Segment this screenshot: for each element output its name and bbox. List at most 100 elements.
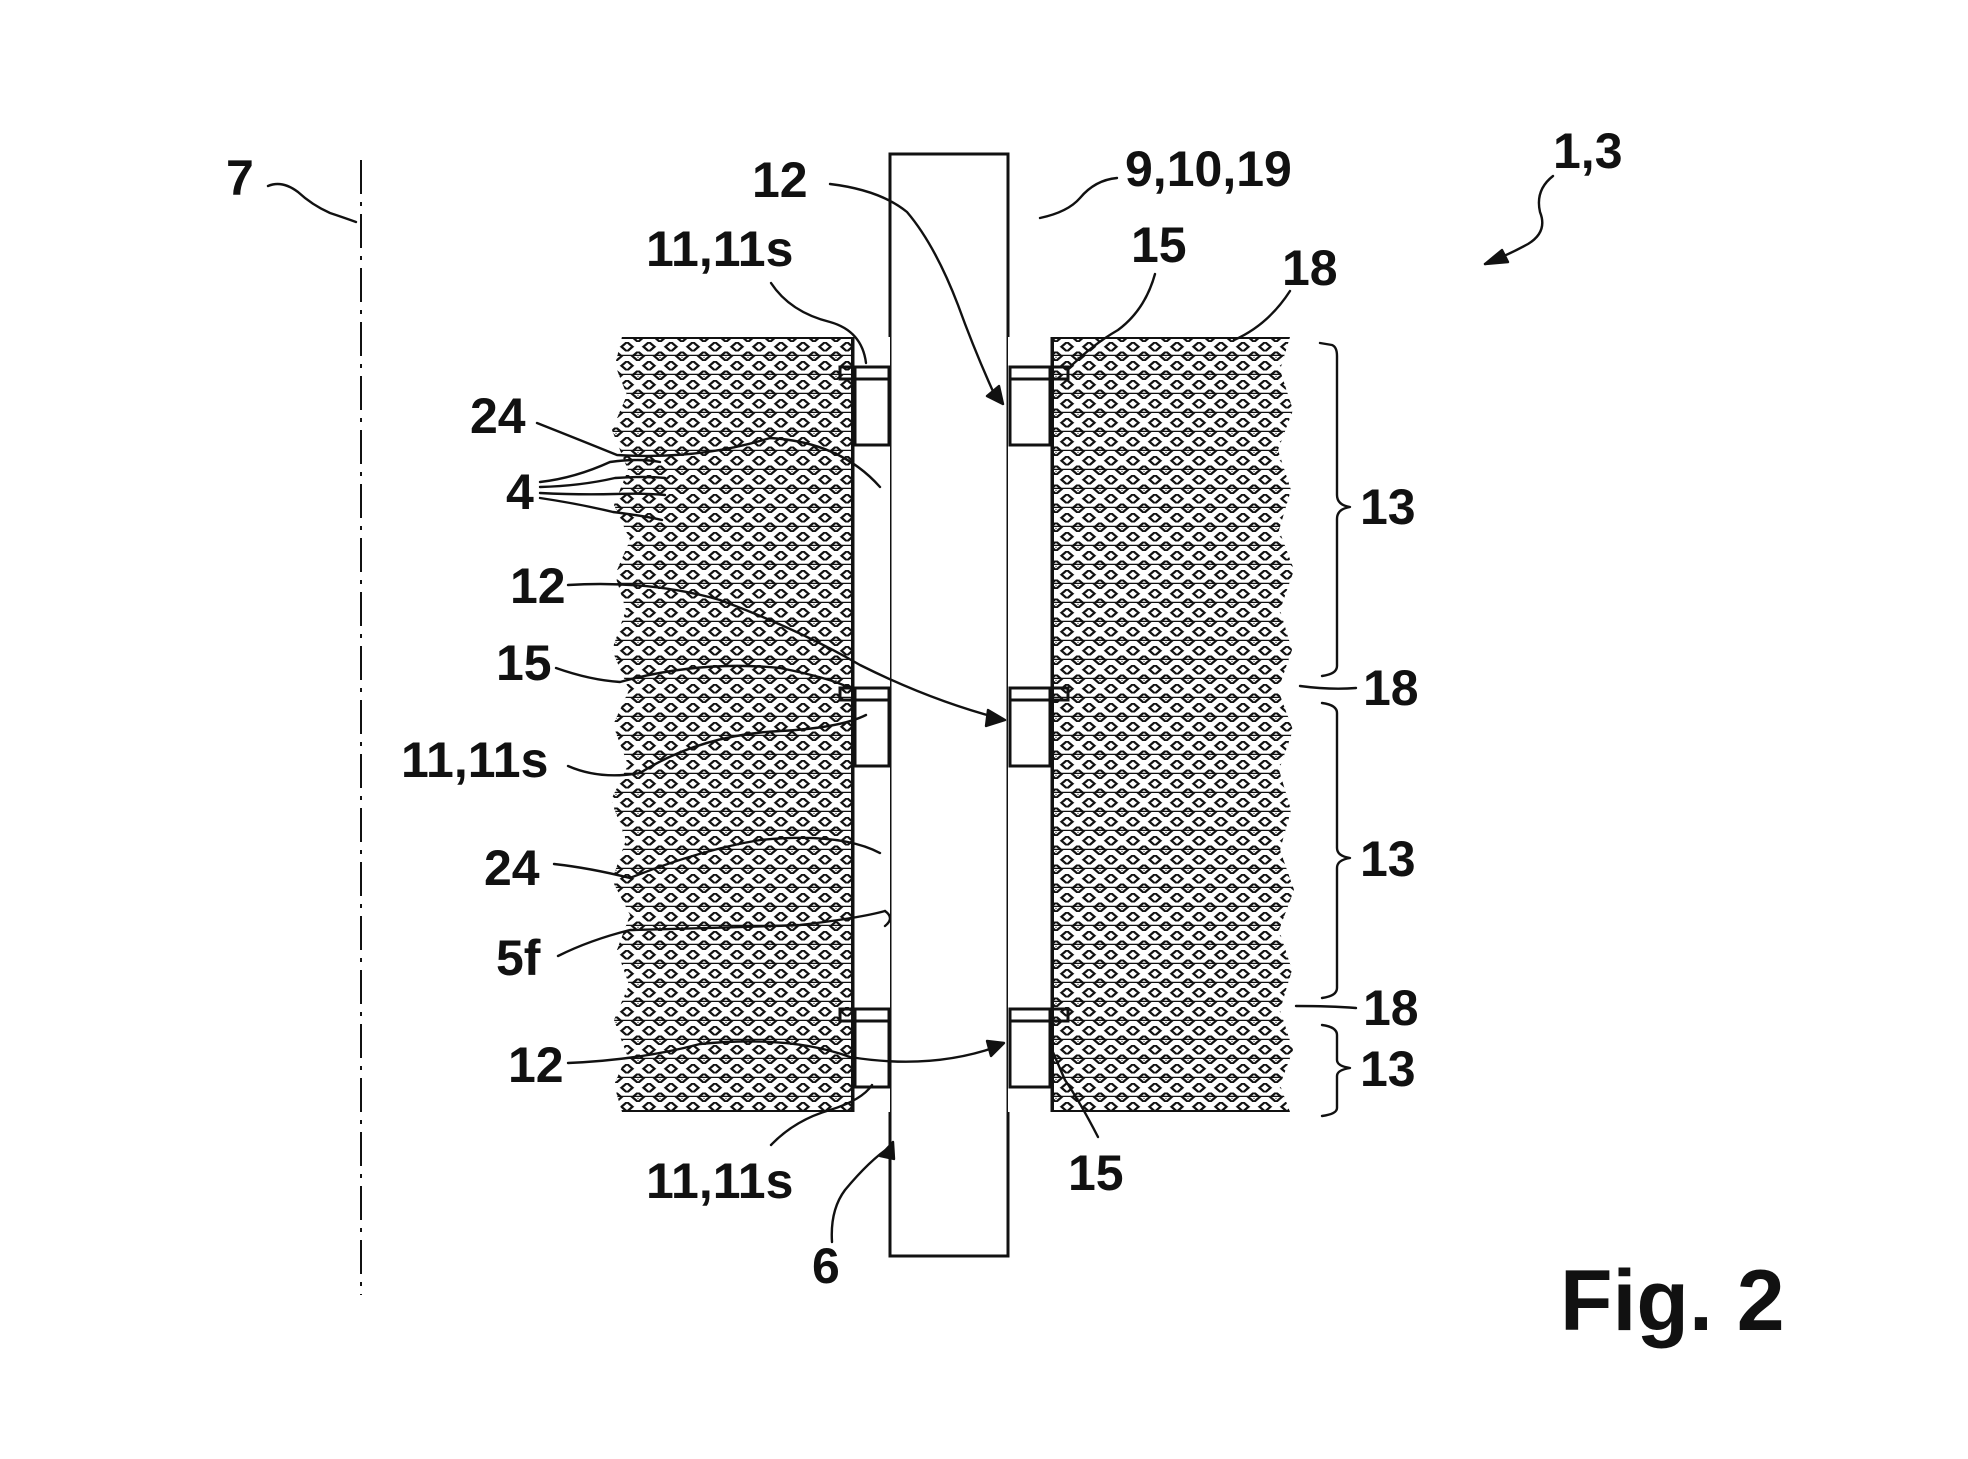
lamination-sheet <box>1052 593 1294 604</box>
lamination-sheet <box>1052 422 1294 433</box>
label-collar-bottom-right: 15 <box>1068 1145 1124 1201</box>
shaft <box>888 152 1010 1258</box>
lamination-sheet <box>611 489 852 499</box>
lamination-sheet <box>611 812 852 822</box>
lamination-sheet <box>1052 964 1294 974</box>
label-ring-bottom: 11,11s <box>646 1153 793 1209</box>
lamination-sheet <box>1052 907 1294 917</box>
lamination-sheet <box>611 498 852 509</box>
lamination-sheet <box>1052 954 1294 965</box>
lamination-sheet <box>1052 641 1294 651</box>
lamination-sheet <box>611 479 852 490</box>
lamination-sheet <box>1052 755 1294 765</box>
lamination-sheet <box>611 546 852 556</box>
lamination-sheet <box>1052 793 1294 803</box>
label-laminations: 4 <box>506 464 534 520</box>
lamination-sheet <box>1052 384 1294 395</box>
lamination-sheet <box>611 736 852 746</box>
lamination-sheet <box>1052 603 1294 613</box>
lamination-sheet <box>1052 432 1294 442</box>
lamination-sheet <box>611 793 852 803</box>
ring-low-right-flange <box>1008 1007 1070 1023</box>
lamination-sheet <box>1052 622 1294 632</box>
lamination-sheet <box>1052 973 1294 984</box>
lamination-sheet <box>1052 1106 1294 1112</box>
label-ring-mid-left: 11,11s <box>401 732 548 788</box>
lamination-sheet <box>611 755 852 765</box>
label-bore: 6 <box>812 1238 840 1294</box>
lamination-sheet <box>1052 764 1294 775</box>
lamination-sheet <box>1052 726 1294 737</box>
lamination-sheet <box>611 555 852 566</box>
lamination-sheet <box>611 983 852 993</box>
label-lug-mid: 12 <box>510 558 566 614</box>
lamination-sheet <box>611 441 852 452</box>
label-shaft-top: 12 <box>752 152 808 208</box>
lamination-sheet <box>611 897 852 908</box>
lamination-sheet <box>1052 403 1294 414</box>
lamination-sheet <box>1052 850 1294 860</box>
lamination-sheet <box>611 1087 852 1098</box>
lamination-sheet <box>611 992 852 1003</box>
lamination-sheet <box>1052 555 1294 566</box>
lamination-sheet <box>611 622 852 632</box>
lamination-sheet <box>1052 1011 1294 1022</box>
lamination-sheet <box>1052 413 1294 423</box>
lamination-sheet <box>611 337 852 347</box>
lamination-sheet <box>1052 479 1294 490</box>
lamination-sheet <box>611 698 852 708</box>
lamination-sheet <box>611 375 852 385</box>
lamination-sheet <box>611 1078 852 1088</box>
label-sheet-mid: 18 <box>1363 660 1419 716</box>
label-packet-1: 13 <box>1360 479 1416 535</box>
lamination-sheet <box>1052 812 1294 822</box>
lamination-sheet <box>611 783 852 794</box>
lamination-sheet <box>611 1030 852 1041</box>
lamination-sheet <box>1052 346 1294 357</box>
lamination-sheet <box>1052 1059 1294 1069</box>
label-packet-2: 13 <box>1360 831 1416 887</box>
label-gap-lower: 24 <box>484 840 540 896</box>
lamination-sheet <box>611 403 852 414</box>
lamination-sheet <box>611 1106 852 1112</box>
ring-mid-left-flange <box>838 686 891 702</box>
lamination-sheet <box>1052 631 1294 642</box>
packet-brackets <box>1318 341 1352 1118</box>
lamination-sheet <box>611 888 852 898</box>
lamination-sheet <box>1052 1049 1294 1060</box>
lamination-sheet <box>1052 983 1294 993</box>
lamination-sheet <box>1052 992 1294 1003</box>
lamination-sheet <box>611 365 852 376</box>
lamination-sheet <box>611 631 852 642</box>
ring-low-left-flange <box>838 1007 891 1023</box>
lamination-sheet <box>611 384 852 395</box>
lamination-sheet <box>611 1049 852 1060</box>
lamination-sheet <box>611 1097 852 1107</box>
lamination-sheet <box>1052 1002 1294 1012</box>
lamination-sheet <box>611 356 852 366</box>
lamination-sheet <box>611 1059 852 1069</box>
lamination-sheet <box>611 508 852 518</box>
lamination-sheet <box>1052 802 1294 813</box>
lamination-sheet <box>611 413 852 423</box>
lamination-sheet <box>1052 707 1294 718</box>
lamination-sheet <box>611 802 852 813</box>
lamination-sheet <box>1052 660 1294 670</box>
lamination-sheet <box>1052 394 1294 404</box>
lamination-sheet <box>611 603 852 613</box>
lamination-sheet <box>611 1040 852 1050</box>
lamination-sheet <box>1052 1040 1294 1050</box>
lamination-sheet <box>611 774 852 784</box>
lamination-sheet <box>1052 536 1294 547</box>
lamination-sheet <box>611 821 852 832</box>
label-collar-mid-left: 15 <box>496 635 552 691</box>
label-lug-low: 12 <box>508 1037 564 1093</box>
lamination-sheet <box>1052 1021 1294 1031</box>
lamination-sheet <box>611 926 852 936</box>
lamination-sheet <box>1052 517 1294 528</box>
lamination-sheet <box>1052 869 1294 879</box>
lamination-sheet <box>611 717 852 727</box>
lamination-sheet <box>1052 679 1294 689</box>
ring-top-right-flange <box>1008 365 1070 381</box>
lamination-sheet <box>1052 565 1294 575</box>
